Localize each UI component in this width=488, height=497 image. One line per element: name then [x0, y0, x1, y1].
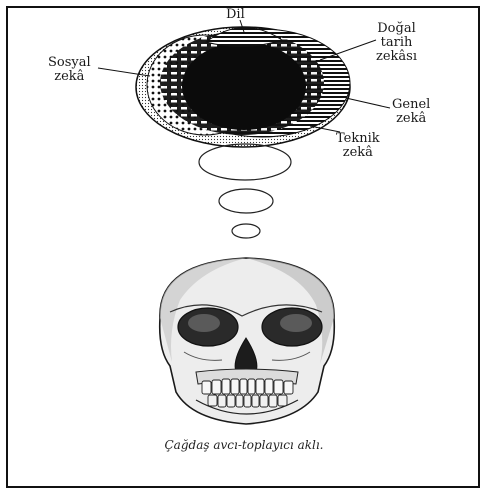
label-teknik: Teknik zekâ: [336, 132, 380, 160]
label-teknik-line1: Teknik: [336, 132, 380, 146]
dark-core: [182, 42, 306, 130]
figure-caption: Çağdaş avcı-toplayıcı aklı.: [0, 438, 488, 452]
thought-bubble-small: [232, 224, 260, 238]
label-sosyal-line2: zekâ: [48, 70, 91, 84]
label-sosyal-line1: Sosyal: [48, 56, 91, 70]
label-genel-line2: zekâ: [392, 112, 430, 126]
label-sosyal: Sosyal zekâ: [48, 56, 91, 84]
thought-bubble-medium: [219, 189, 273, 213]
label-teknik-line2: zekâ: [336, 146, 380, 160]
skull-illustration: [160, 258, 335, 424]
label-dil: Dil: [226, 8, 245, 22]
thought-bubble-large: [199, 144, 291, 180]
label-dogal-tarih: Doğal tarih zekâsı: [376, 22, 417, 64]
genel-pointer: [346, 98, 390, 108]
label-genel-line1: Genel: [392, 98, 430, 112]
label-dogal-line3: zekâsı: [376, 50, 417, 64]
label-genel: Genel zekâ: [392, 98, 430, 126]
label-dogal-line2: tarih: [376, 36, 417, 50]
label-dogal-line1: Doğal: [376, 22, 417, 36]
label-dil-text: Dil: [226, 7, 245, 22]
